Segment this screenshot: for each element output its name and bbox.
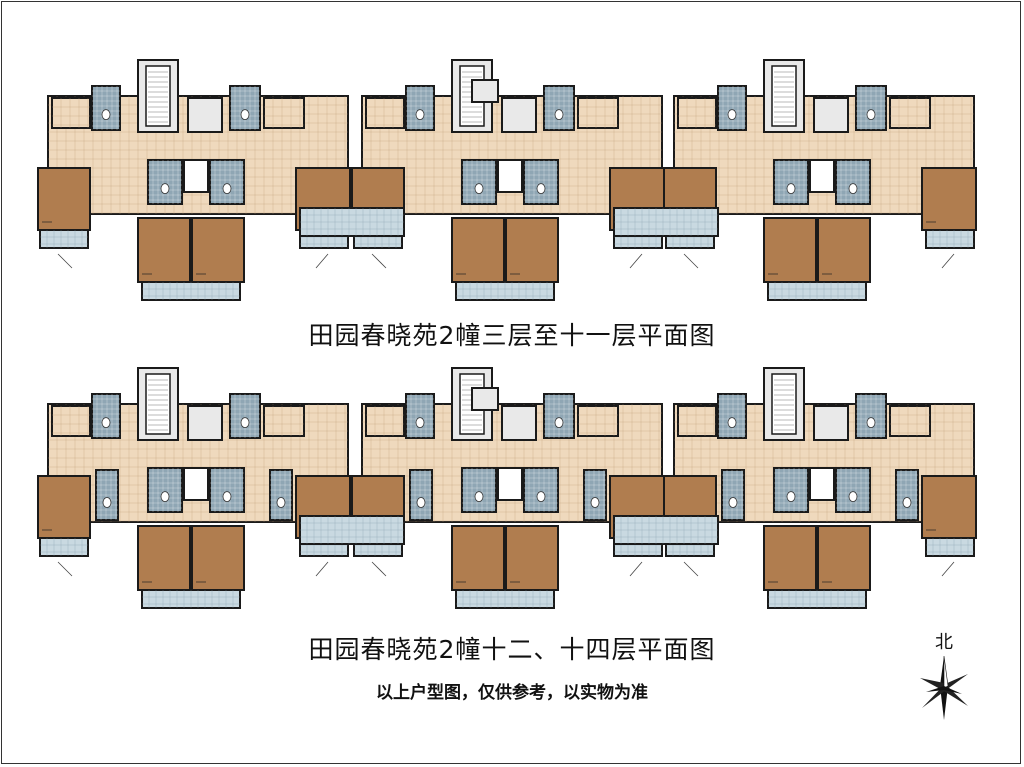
bathroom: [91, 85, 121, 131]
elevator: [813, 405, 849, 441]
shaft: [497, 159, 523, 193]
bathroom: [835, 467, 871, 513]
bathroom: [773, 159, 809, 205]
room: [51, 97, 91, 129]
bedroom: [191, 525, 245, 591]
floor-plan-drawing-12-14: [37, 367, 977, 609]
floor-plan-caption-12-14: 田园春晓苑2幢十二、十四层平面图: [308, 635, 716, 664]
bathroom: [773, 467, 809, 513]
bathroom: [835, 159, 871, 205]
bedroom: [921, 167, 977, 231]
shaft: [809, 159, 835, 193]
bedroom: [763, 525, 817, 591]
bathroom: [461, 467, 497, 513]
room: [51, 405, 91, 437]
elevator: [501, 405, 537, 441]
north-arrow: 北: [912, 628, 976, 728]
room: [889, 405, 931, 437]
balcony: [39, 537, 89, 557]
bedroom: [451, 217, 505, 283]
bathroom: [717, 85, 747, 131]
elevator: [813, 97, 849, 133]
shaft: [497, 467, 523, 501]
elevator: [187, 405, 223, 441]
room: [577, 97, 619, 129]
balcony: [925, 537, 975, 557]
bathroom: [209, 159, 245, 205]
bathroom: [147, 159, 183, 205]
floor-plan-3-11: [0, 58, 1024, 308]
disclaimer-text: 以上户型图，仅供参考，以实物为准: [376, 683, 648, 703]
shaft: [809, 467, 835, 501]
bathroom: [523, 467, 559, 513]
bathroom: [91, 393, 121, 439]
bedroom: [505, 217, 559, 283]
north-label: 北: [935, 632, 953, 653]
floor-plan-drawing-3-11: [37, 59, 977, 301]
bedroom: [505, 525, 559, 591]
balcony: [925, 229, 975, 249]
equipment-room: [471, 79, 499, 103]
bedroom: [763, 217, 817, 283]
equipment-room: [471, 387, 499, 411]
room: [677, 405, 717, 437]
floor-plan-caption-3-11: 田园春晓苑2幢三层至十一层平面图: [308, 321, 716, 350]
bedroom: [451, 525, 505, 591]
room: [263, 97, 305, 129]
bedroom: [137, 217, 191, 283]
bathroom: [717, 393, 747, 439]
bedroom: [137, 525, 191, 591]
room: [889, 97, 931, 129]
bedroom: [817, 525, 871, 591]
elevator: [501, 97, 537, 133]
bedroom: [37, 475, 91, 539]
floor-plan-12-14: [0, 366, 1024, 616]
room: [263, 405, 305, 437]
room: [677, 97, 717, 129]
room: [365, 97, 405, 129]
bathroom: [523, 159, 559, 205]
bedroom: [37, 167, 91, 231]
shaft: [183, 159, 209, 193]
bathroom: [405, 393, 435, 439]
bathroom: [461, 159, 497, 205]
room: [365, 405, 405, 437]
bedroom: [191, 217, 245, 283]
bedroom: [817, 217, 871, 283]
room: [577, 405, 619, 437]
shaft: [183, 467, 209, 501]
bathroom: [209, 467, 245, 513]
bedroom: [921, 475, 977, 539]
elevator: [187, 97, 223, 133]
bathroom: [405, 85, 435, 131]
balcony: [39, 229, 89, 249]
compass-rose-icon: [920, 655, 968, 720]
bathroom: [147, 467, 183, 513]
